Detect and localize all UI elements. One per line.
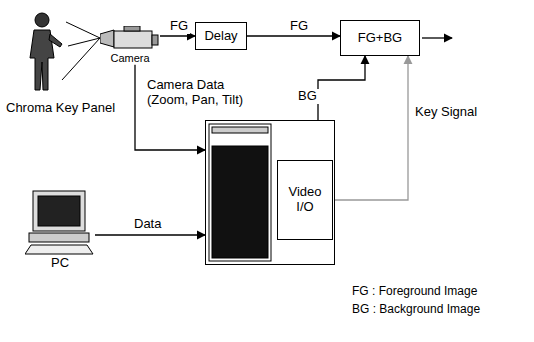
signal-label: FG <box>288 19 310 34</box>
signal-connector <box>160 35 195 36</box>
person-figure <box>30 13 62 90</box>
output-arrow <box>422 37 452 38</box>
io-box: Video I/O <box>277 160 333 240</box>
view-lines <box>62 22 100 80</box>
label-slot: Data <box>132 216 163 232</box>
signal-label: BG <box>296 89 319 104</box>
node-text: Video I/O <box>284 185 326 215</box>
signal-connector <box>247 35 340 36</box>
signal-label: Camera Data (Zoom, Pan, Tilt) <box>145 78 255 108</box>
mixer-box: FG+BG <box>340 20 420 56</box>
pc-monitor <box>33 191 85 231</box>
annotation-label: FG : Foreground Image <box>350 285 479 299</box>
workstation-case <box>206 121 335 265</box>
camera-lens <box>100 30 114 47</box>
pc-icon <box>25 190 95 256</box>
label-slot: Camera Data (Zoom, Pan, Tilt) <box>145 78 255 108</box>
node-text: Camera <box>110 52 149 65</box>
camera-back <box>152 35 158 45</box>
pc-keyboard <box>25 245 93 254</box>
view-line <box>62 38 100 80</box>
annotation-label: BG : Background Image <box>350 303 482 317</box>
pc-base <box>29 233 89 242</box>
workstation: Video I/O <box>205 120 335 265</box>
node-text: PC <box>51 256 69 271</box>
label-slot: Chroma Key Panel <box>4 100 117 116</box>
workstation-frame <box>209 124 271 261</box>
signal-label: Data <box>132 217 163 232</box>
label-slot: BG <box>296 88 319 104</box>
label-slot: FG : Foreground Image <box>350 284 479 299</box>
workstation-titlebar <box>212 127 268 133</box>
pc-screen <box>38 196 80 226</box>
label-slot: BG : Background Image <box>350 302 482 317</box>
signal-connector <box>95 234 205 235</box>
label-slot: FG <box>288 18 310 34</box>
camera-node: Camera <box>100 26 160 65</box>
signal-label: FG <box>168 19 190 34</box>
camera-body <box>114 31 152 48</box>
node-text: FG+BG <box>358 31 402 46</box>
process-box: Delay <box>195 22 247 50</box>
view-line <box>66 22 100 38</box>
label-slot: FG <box>168 18 190 34</box>
view-line <box>68 38 100 46</box>
pc-node: PC <box>25 190 95 271</box>
node-text: Delay <box>204 29 237 44</box>
camera-icon <box>100 26 160 52</box>
annotation-label: Chroma Key Panel <box>4 101 117 116</box>
camera-viewfinder <box>124 26 140 31</box>
signal-label: Key Signal <box>413 105 479 120</box>
label-slot: Key Signal <box>413 104 479 120</box>
signal-connector <box>333 56 408 200</box>
workstation-screen <box>212 146 268 258</box>
person-arm <box>49 34 62 47</box>
person-head <box>35 13 49 27</box>
